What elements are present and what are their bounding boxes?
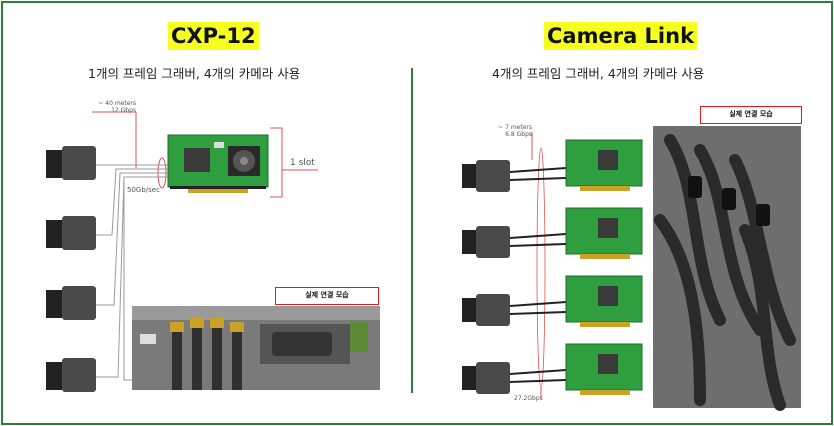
left-camera-4 [46, 358, 96, 392]
right-camera-2 [462, 226, 510, 258]
section-divider [411, 68, 413, 393]
right-camera-4 [462, 362, 510, 394]
left-slot-label: 1 slot [290, 158, 315, 168]
left-bandwidth-label: 50Gb/sec [127, 186, 160, 194]
camera-link-board-1 [565, 139, 643, 191]
right-camera-1 [462, 160, 510, 192]
left-connection-photo [132, 306, 380, 390]
camera-link-board-4 [565, 343, 643, 395]
left-camera-3 [46, 286, 96, 320]
left-subtitle: 1개의 프레임 그래버, 4개의 카메라 사용 [88, 66, 301, 81]
camera-link-board-2 [565, 207, 643, 259]
right-title: Camera Link [544, 22, 698, 50]
camera-link-board-3 [565, 275, 643, 327]
right-photo-label: 실제 연결 모습 [700, 106, 802, 124]
right-connection-photo [653, 126, 801, 411]
right-camera-3 [462, 294, 510, 326]
left-title: CXP-12 [168, 22, 259, 50]
right-subtitle: 4개의 프레임 그래버, 4개의 카메라 사용 [492, 66, 705, 81]
right-distance-label: ~ 7 meters 6.8 Gbps [498, 124, 532, 138]
cxp-frame-grabber-board [167, 134, 269, 193]
left-camera-2 [46, 216, 96, 250]
left-camera-1 [46, 146, 96, 180]
right-bandwidth-label: 27.2Gbps [514, 395, 543, 402]
left-distance-label: ~ 40 meters 12 Gbps [98, 100, 136, 114]
left-photo-label: 실제 연결 모습 [275, 287, 379, 305]
